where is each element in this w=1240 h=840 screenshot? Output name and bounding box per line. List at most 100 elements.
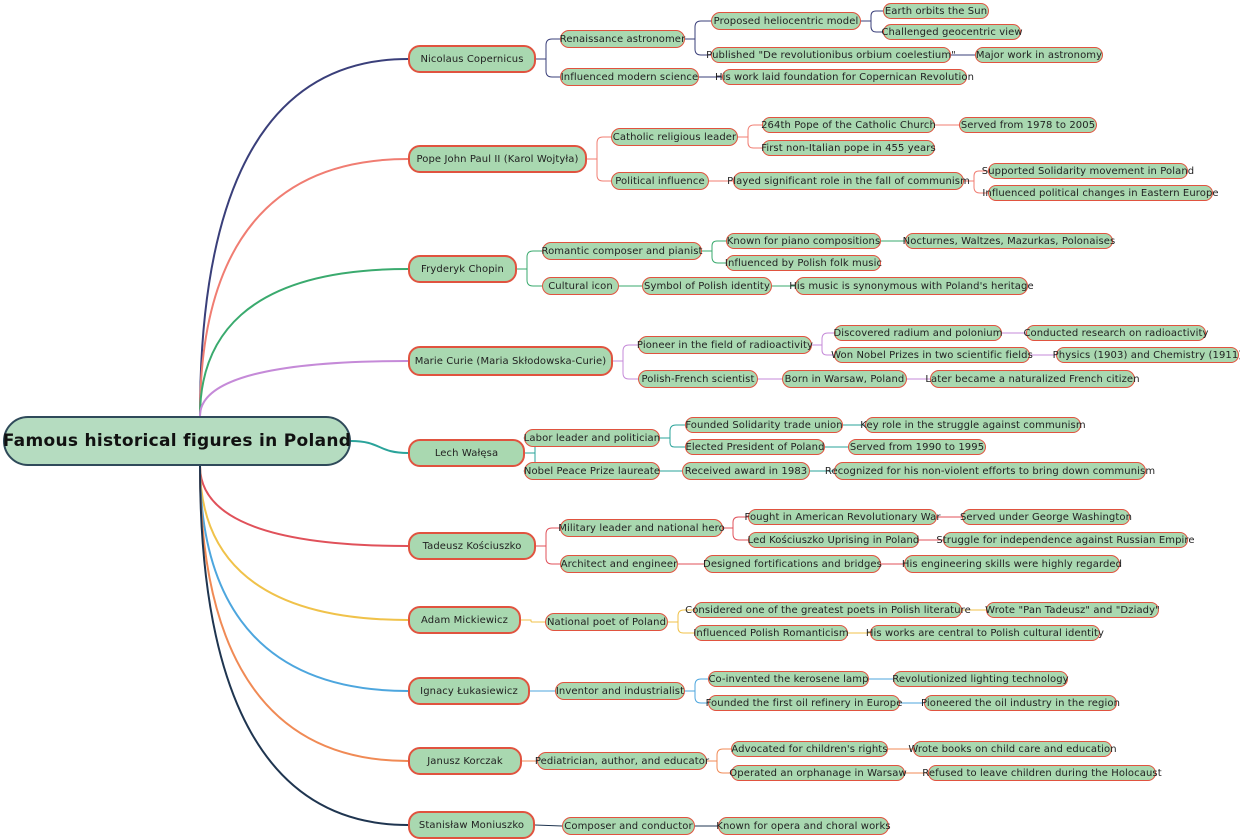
topic-military-leader-and-national-hero[interactable]: Military leader and national hero [558, 519, 725, 537]
connector-published-de-revolutionibus-orbium-coele [684, 38, 712, 56]
topic-considered-one-of-the-greatest-poets-in-[interactable]: Considered one of the greatest poets in … [685, 602, 971, 618]
topic-first-non-italian-pope-in-455-years[interactable]: First non-Italian pope in 455 years [761, 140, 936, 156]
topic-supported-solidarity-movement-in-poland[interactable]: Supported Solidarity movement in Poland [982, 163, 1194, 179]
topic-fought-in-american-revolutionary-war[interactable]: Fought in American Revolutionary War [744, 509, 940, 525]
figure-fryderyk-chopin[interactable]: Fryderyk Chopin [408, 255, 517, 283]
root-topic[interactable]: Famous historical figures in Poland [3, 416, 351, 466]
topic-served-under-george-washington[interactable]: Served under George Washington [960, 509, 1132, 525]
connector-founded-solidarity-trade-union [659, 424, 686, 439]
topic-composer-and-conductor[interactable]: Composer and conductor [562, 817, 695, 835]
connector-advocated-for-children-s-rights [706, 748, 732, 762]
topic-challenged-geocentric-view[interactable]: Challenged geocentric view [881, 24, 1023, 40]
topic-recognized-for-his-non-violent-efforts-t[interactable]: Recognized for his non-violent efforts t… [825, 462, 1155, 480]
figure-ignacy-ukasiewicz[interactable]: Ignacy Łukasiewicz [408, 677, 530, 705]
topic-renaissance-astronomer[interactable]: Renaissance astronomer [560, 30, 685, 48]
connector-pioneer-in-the-field-of-radioactivity [612, 344, 639, 362]
topic-influenced-modern-science[interactable]: Influenced modern science [560, 68, 699, 86]
topic-revolutionized-lighting-technology[interactable]: Revolutionized lighting technology [892, 671, 1069, 687]
connector-architect-and-engineer [535, 545, 561, 565]
figure-janusz-korczak[interactable]: Janusz Korczak [408, 747, 522, 775]
topic-pioneered-the-oil-industry-in-the-region[interactable]: Pioneered the oil industry in the region [921, 695, 1120, 711]
connector-influenced-polish-romanticism [667, 621, 695, 634]
topic-influenced-by-polish-folk-music[interactable]: Influenced by Polish folk music [725, 255, 882, 271]
figure-marie-curie-maria-sk-odowska-curie[interactable]: Marie Curie (Maria Skłodowska-Curie) [408, 346, 613, 376]
figure-pope-john-paul-ii-karol-wojty-a[interactable]: Pope John Paul II (Karol Wojtyła) [408, 145, 587, 173]
topic-his-engineering-skills-were-highly-regar[interactable]: His engineering skills were highly regar… [902, 555, 1122, 573]
topic-played-significant-role-in-the-fall-of-c[interactable]: Played significant role in the fall of c… [727, 172, 970, 190]
topic-proposed-heliocentric-model[interactable]: Proposed heliocentric model [711, 12, 861, 30]
topic-pioneer-in-the-field-of-radioactivity[interactable]: Pioneer in the field of radioactivity [637, 336, 813, 354]
branch-line-stanis-aw-moniuszko [199, 465, 409, 826]
topic-national-poet-of-poland[interactable]: National poet of Poland [545, 613, 668, 631]
topic-wrote-pan-tadeusz-and-dziady[interactable]: Wrote "Pan Tadeusz" and "Dziady" [985, 602, 1160, 618]
topic-advocated-for-children-s-rights[interactable]: Advocated for children's rights [731, 741, 888, 757]
connector-influenced-by-polish-folk-music [701, 250, 727, 264]
topic-struggle-for-independence-against-russia[interactable]: Struggle for independence against Russia… [936, 532, 1195, 548]
topic-romantic-composer-and-pianist[interactable]: Romantic composer and pianist [541, 242, 702, 260]
topic-later-became-a-naturalized-french-citize[interactable]: Later became a naturalized French citize… [925, 370, 1140, 388]
topic-influenced-political-changes-in-eastern-[interactable]: Influenced political changes in Eastern … [982, 185, 1219, 201]
topic-inventor-and-industrialist[interactable]: Inventor and industrialist [555, 682, 685, 700]
topic-his-work-laid-foundation-for-copernican-[interactable]: His work laid foundation for Copernican … [715, 69, 974, 85]
branch-line-marie-curie-maria-sk-odowska-curie [199, 360, 409, 417]
topic-received-award-in-1983[interactable]: Received award in 1983 [682, 462, 810, 480]
topic-major-work-in-astronomy[interactable]: Major work in astronomy [975, 47, 1103, 63]
connector-composer-and-conductor [534, 824, 563, 827]
topic-served-from-1990-to-1995[interactable]: Served from 1990 to 1995 [848, 439, 986, 455]
figure-adam-mickiewicz[interactable]: Adam Mickiewicz [408, 606, 521, 634]
connector-renaissance-astronomer [535, 38, 561, 60]
topic-influenced-polish-romanticism[interactable]: Influenced Polish Romanticism [693, 625, 849, 641]
topic-conducted-research-on-radioactivity[interactable]: Conducted research on radioactivity [1023, 325, 1208, 341]
figure-nicolaus-copernicus[interactable]: Nicolaus Copernicus [408, 45, 536, 73]
connector-military-leader-and-national-hero [535, 527, 561, 547]
topic-discovered-radium-and-polonium[interactable]: Discovered radium and polonium [833, 325, 1002, 341]
connector-operated-an-orphanage-in-warsaw [706, 760, 732, 774]
topic-pediatrician-author-and-educator[interactable]: Pediatrician, author, and educator [535, 752, 709, 770]
figure-tadeusz-ko-ciuszko[interactable]: Tadeusz Kościuszko [408, 532, 536, 560]
figure-lech-wa-sa[interactable]: Lech Wałęsa [408, 439, 525, 467]
topic-operated-an-orphanage-in-warsaw[interactable]: Operated an orphanage in Warsaw [729, 765, 907, 781]
branch-line-tadeusz-ko-ciuszko [199, 465, 409, 547]
connector-catholic-religious-leader [586, 136, 612, 160]
topic-symbol-of-polish-identity[interactable]: Symbol of Polish identity [642, 277, 772, 295]
branch-line-lech-wa-sa [350, 440, 409, 454]
topic-won-nobel-prizes-in-two-scientific-field[interactable]: Won Nobel Prizes in two scientific field… [831, 347, 1033, 363]
topic-key-role-in-the-struggle-against-communi[interactable]: Key role in the struggle against communi… [860, 417, 1086, 433]
topic-known-for-piano-compositions[interactable]: Known for piano compositions [726, 233, 881, 249]
topic-designed-fortifications-and-bridges[interactable]: Designed fortifications and bridges [703, 555, 882, 573]
topic-architect-and-engineer[interactable]: Architect and engineer [560, 555, 678, 573]
connector-earth-orbits-the-sun [860, 10, 884, 22]
topic-nocturnes-waltzes-mazurkas-polonaises[interactable]: Nocturnes, Waltzes, Mazurkas, Polonaises [903, 233, 1115, 249]
topic-elected-president-of-poland[interactable]: Elected President of Poland [685, 439, 825, 455]
topic-refused-to-leave-children-during-the-hol[interactable]: Refused to leave children during the Hol… [922, 765, 1162, 781]
topic-polish-french-scientist[interactable]: Polish-French scientist [638, 370, 758, 388]
topic-labor-leader-and-politician[interactable]: Labor leader and politician [524, 429, 660, 447]
topic-264th-pope-of-the-catholic-church[interactable]: 264th Pope of the Catholic Church [761, 117, 936, 133]
branch-line-adam-mickiewicz [199, 465, 409, 621]
topic-born-in-warsaw-poland[interactable]: Born in Warsaw, Poland [782, 370, 907, 388]
topic-his-works-are-central-to-polish-cultural[interactable]: His works are central to Polish cultural… [866, 625, 1104, 641]
connector-challenged-geocentric-view [860, 20, 884, 33]
connector-fought-in-american-revolutionary-war [722, 516, 749, 529]
topic-known-for-opera-and-choral-works[interactable]: Known for opera and choral works [716, 817, 891, 835]
branch-line-ignacy-ukasiewicz [199, 465, 409, 692]
topic-published-de-revolutionibus-orbium-coele[interactable]: Published "De revolutionibus orbium coel… [706, 47, 956, 63]
topic-earth-orbits-the-sun[interactable]: Earth orbits the Sun [883, 3, 989, 19]
topic-served-from-1978-to-2005[interactable]: Served from 1978 to 2005 [959, 117, 1097, 133]
topic-political-influence[interactable]: Political influence [611, 172, 709, 190]
topic-cultural-icon[interactable]: Cultural icon [542, 277, 619, 295]
topic-founded-the-first-oil-refinery-in-europe[interactable]: Founded the first oil refinery in Europe [706, 695, 902, 711]
topic-nobel-peace-prize-laureate[interactable]: Nobel Peace Prize laureate [524, 462, 660, 480]
figure-stanis-aw-moniuszko[interactable]: Stanisław Moniuszko [408, 811, 535, 839]
topic-founded-solidarity-trade-union[interactable]: Founded Solidarity trade union [685, 417, 843, 433]
topic-wrote-books-on-child-care-and-education[interactable]: Wrote books on child care and education [908, 741, 1117, 757]
connector-led-ko-ciuszko-uprising-in-poland [722, 527, 749, 541]
connector-considered-one-of-the-greatest-poets-in- [667, 609, 695, 623]
connector-national-poet-of-poland [520, 619, 546, 623]
topic-co-invented-the-kerosene-lamp[interactable]: Co-invented the kerosene lamp [708, 671, 869, 687]
topic-catholic-religious-leader[interactable]: Catholic religious leader [611, 128, 738, 146]
topic-led-ko-ciuszko-uprising-in-poland[interactable]: Led Kościuszko Uprising in Poland [748, 532, 919, 548]
topic-physics-1903-and-chemistry-1911[interactable]: Physics (1903) and Chemistry (1911) [1053, 347, 1240, 363]
topic-his-music-is-synonymous-with-poland-s-he[interactable]: His music is synonymous with Poland's he… [789, 277, 1034, 295]
connector-influenced-modern-science [535, 58, 561, 78]
